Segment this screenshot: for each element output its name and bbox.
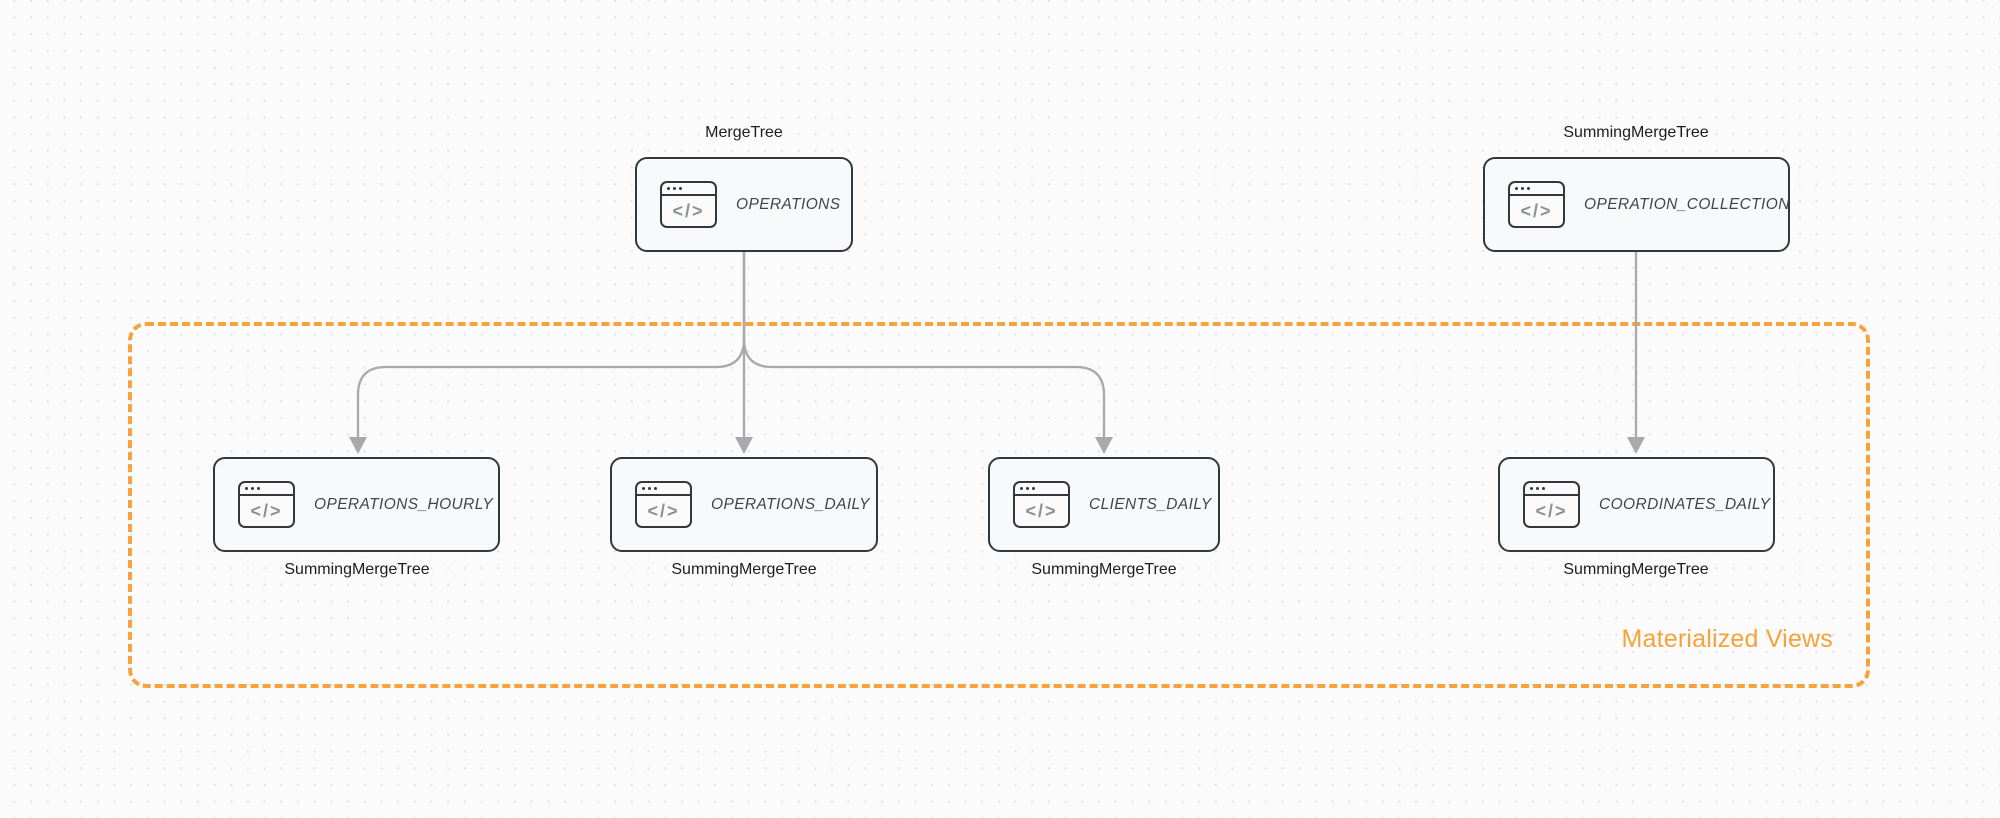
engine-label-clients-daily: SummingMergeTree [1031,561,1177,578]
engine-label-coordinates-daily: SummingMergeTree [1563,561,1709,578]
code-window-icon: </> [1508,181,1565,228]
engine-label-operation-collection: SummingMergeTree [1563,124,1709,141]
code-glyph: </> [250,500,283,521]
engine-label-operations-hourly: SummingMergeTree [284,561,430,578]
engine-label-operations-daily: SummingMergeTree [671,561,817,578]
table-node-clients-daily[interactable]: </> CLIENTS_DAILY [988,457,1220,552]
table-name: OPERATION_COLLECTION [1584,195,1790,213]
engine-label-operations: MergeTree [705,124,783,141]
code-window-icon: </> [635,481,692,528]
window-titlebar-dots [240,483,293,496]
window-titlebar-dots [1510,183,1563,196]
table-name: OPERATIONS_DAILY [711,495,870,513]
table-node-operations[interactable]: </> OPERATIONS [635,157,853,252]
table-name: COORDINATES_DAILY [1599,495,1771,513]
window-titlebar-dots [662,183,715,196]
table-node-coordinates-daily[interactable]: </> COORDINATES_DAILY [1498,457,1775,552]
table-name: OPERATIONS [736,195,841,213]
window-titlebar-dots [1015,483,1068,496]
table-node-operation-collection[interactable]: </> OPERATION_COLLECTION [1483,157,1790,252]
window-titlebar-dots [637,483,690,496]
code-glyph: </> [672,200,705,221]
code-window-icon: </> [1523,481,1580,528]
code-window-icon: </> [238,481,295,528]
table-node-operations-hourly[interactable]: </> OPERATIONS_HOURLY [213,457,500,552]
code-window-icon: </> [1013,481,1070,528]
table-name: OPERATIONS_HOURLY [314,495,494,513]
table-name: CLIENTS_DAILY [1089,495,1212,513]
code-glyph: </> [1025,500,1058,521]
code-window-icon: </> [660,181,717,228]
window-titlebar-dots [1525,483,1578,496]
code-glyph: </> [647,500,680,521]
code-glyph: </> [1520,200,1553,221]
code-glyph: </> [1535,500,1568,521]
table-node-operations-daily[interactable]: </> OPERATIONS_DAILY [610,457,878,552]
materialized-views-label: Materialized Views [1621,625,1833,653]
